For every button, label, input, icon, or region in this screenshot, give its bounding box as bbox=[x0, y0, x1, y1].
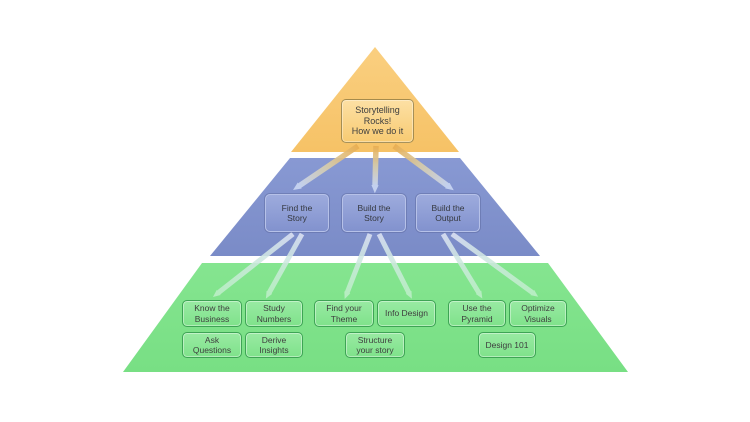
arrow-to-study-numbers bbox=[265, 232, 305, 299]
node-ask-questions: Ask Questions bbox=[182, 332, 242, 358]
node-use-the-pyramid: Use the Pyramid bbox=[448, 300, 506, 327]
arrows-top-level bbox=[293, 143, 454, 194]
node-know-the-business: Know the Business bbox=[182, 300, 242, 327]
arrow-to-build-the-story bbox=[371, 145, 379, 194]
arrow-to-use-the-pyramid bbox=[440, 232, 483, 299]
node-derive-insights: Derive Insights bbox=[245, 332, 303, 358]
arrow-to-info-design bbox=[376, 232, 412, 299]
node-study-numbers: Study Numbers bbox=[245, 300, 303, 327]
arrow-to-find-the-story bbox=[293, 143, 360, 191]
arrow-to-optimize-visuals bbox=[450, 231, 539, 297]
arrow-to-build-the-output bbox=[392, 143, 454, 191]
node-storytelling-rocks: Storytelling Rocks! How we do it bbox=[341, 99, 414, 143]
arrow-to-know-the-business bbox=[212, 232, 295, 297]
node-optimize-visuals: Optimize Visuals bbox=[509, 300, 567, 327]
node-design-101: Design 101 bbox=[478, 332, 536, 358]
node-build-the-output: Build the Output bbox=[416, 194, 480, 232]
node-build-the-story: Build the Story bbox=[342, 194, 406, 232]
arrow-to-find-your-theme bbox=[344, 233, 373, 299]
node-structure-your-story: Structure your story bbox=[345, 332, 405, 358]
node-info-design: Info Design bbox=[377, 300, 436, 327]
node-find-the-story: Find the Story bbox=[265, 194, 329, 232]
node-find-your-theme: Find your Theme bbox=[314, 300, 374, 327]
arrows-middle-level bbox=[212, 231, 539, 299]
